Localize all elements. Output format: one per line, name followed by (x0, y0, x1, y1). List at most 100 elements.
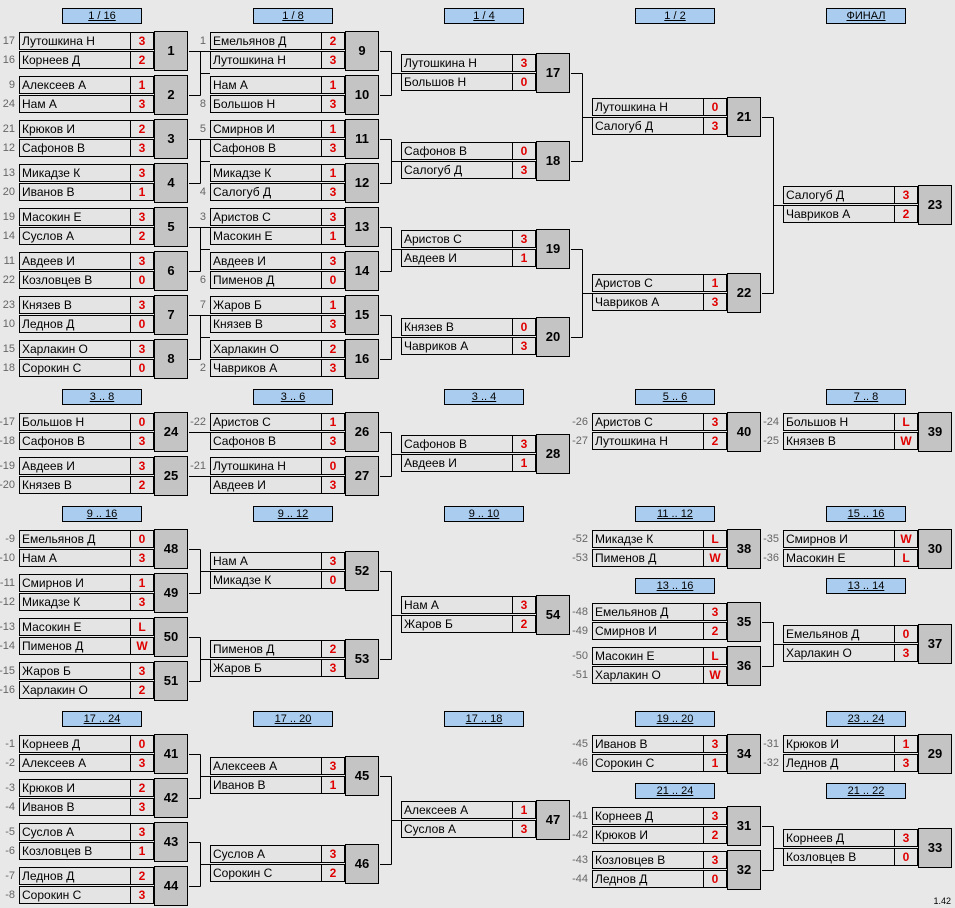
match-number[interactable]: 24 (154, 412, 188, 452)
section-header[interactable]: 17 .. 20 (253, 711, 333, 727)
match-number[interactable]: 27 (345, 456, 379, 496)
match-number[interactable]: 14 (345, 251, 379, 291)
section-header[interactable]: 3 .. 6 (253, 389, 333, 405)
match-number[interactable]: 1 (154, 31, 188, 71)
match-number[interactable]: 49 (154, 573, 188, 613)
section-header[interactable]: 15 .. 16 (826, 506, 906, 522)
section-header[interactable]: 13 .. 14 (826, 578, 906, 594)
match-number[interactable]: 13 (345, 207, 379, 247)
match-number[interactable]: 23 (918, 185, 952, 225)
section-header[interactable]: 21 .. 24 (635, 783, 715, 799)
match-number[interactable]: 52 (345, 551, 379, 591)
match-number[interactable]: 17 (536, 53, 570, 93)
section-header[interactable]: 3 .. 4 (444, 389, 524, 405)
section-header[interactable]: 17 .. 18 (444, 711, 524, 727)
match-number[interactable]: 43 (154, 822, 188, 862)
match-number[interactable]: 11 (345, 119, 379, 159)
section-header[interactable]: 19 .. 20 (635, 711, 715, 727)
section-header[interactable]: ФИНАЛ (826, 8, 906, 24)
section-header[interactable]: 11 .. 12 (635, 506, 715, 522)
match-number[interactable]: 18 (536, 141, 570, 181)
section-header[interactable]: 21 .. 22 (826, 783, 906, 799)
match-number[interactable]: 35 (727, 602, 761, 642)
match-number[interactable]: 19 (536, 229, 570, 269)
match-number[interactable]: 15 (345, 295, 379, 335)
section-header[interactable]: 1 / 8 (253, 8, 333, 24)
section-header[interactable]: 1 / 2 (635, 8, 715, 24)
section-header[interactable]: 1 / 4 (444, 8, 524, 24)
match-number[interactable]: 21 (727, 97, 761, 137)
match-number[interactable]: 5 (154, 207, 188, 247)
section-header[interactable]: 17 .. 24 (62, 711, 142, 727)
match-number[interactable]: 30 (918, 529, 952, 569)
match-number[interactable]: 12 (345, 163, 379, 203)
match-number[interactable]: 34 (727, 734, 761, 774)
match-number[interactable]: 3 (154, 119, 188, 159)
match-number[interactable]: 50 (154, 617, 188, 657)
match-number[interactable]: 10 (345, 75, 379, 115)
match-number[interactable]: 25 (154, 456, 188, 496)
section-header[interactable]: 3 .. 8 (62, 389, 142, 405)
